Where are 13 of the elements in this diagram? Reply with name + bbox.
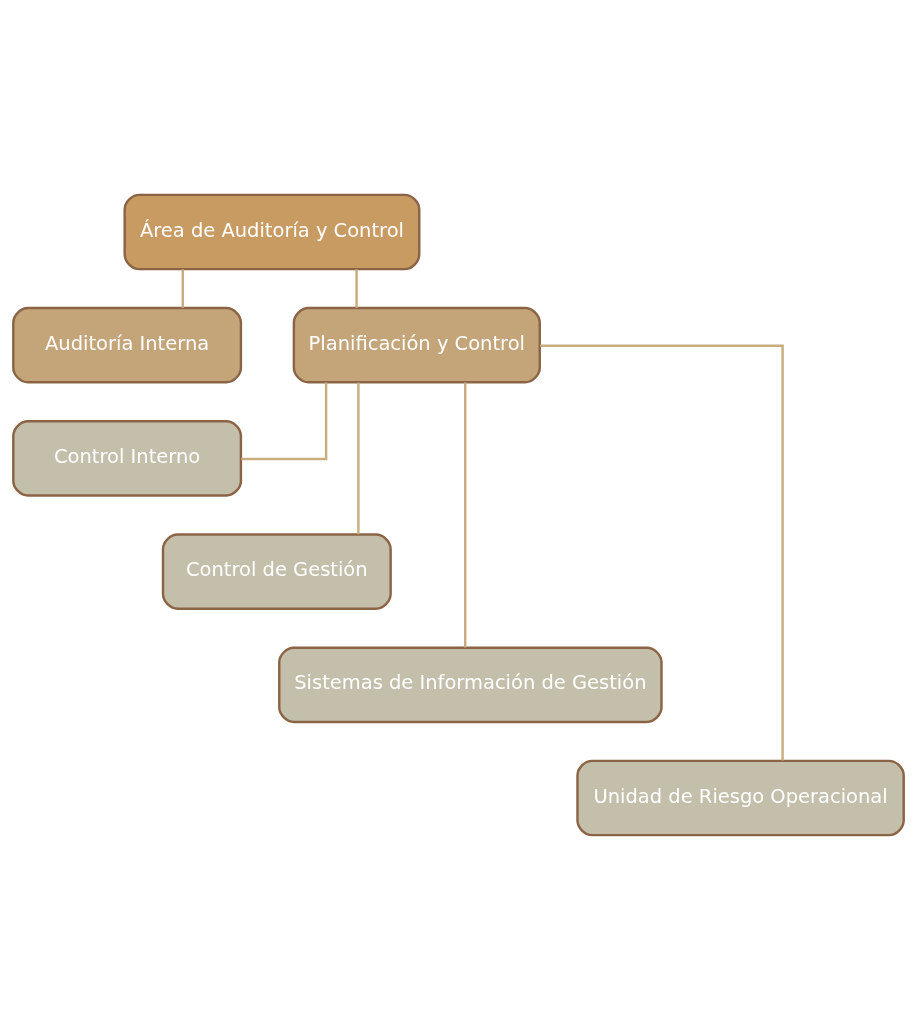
node-box: Unidad de Riesgo Operacional — [576, 759, 905, 836]
node-box: Área de Auditoría y Control — [123, 193, 421, 270]
connector — [463, 382, 467, 647]
node-box: Auditoría Interna — [12, 306, 243, 384]
connector — [540, 344, 784, 761]
connector — [355, 268, 358, 308]
connector — [241, 381, 328, 460]
node-box: Sistemas de Información de Gestión — [278, 645, 663, 723]
node-box: Planificación y Control — [292, 306, 541, 384]
node-box: Control de Gestión — [161, 532, 392, 610]
connector — [357, 382, 360, 534]
node-box: Control Interno — [12, 419, 243, 497]
connector — [181, 268, 184, 308]
